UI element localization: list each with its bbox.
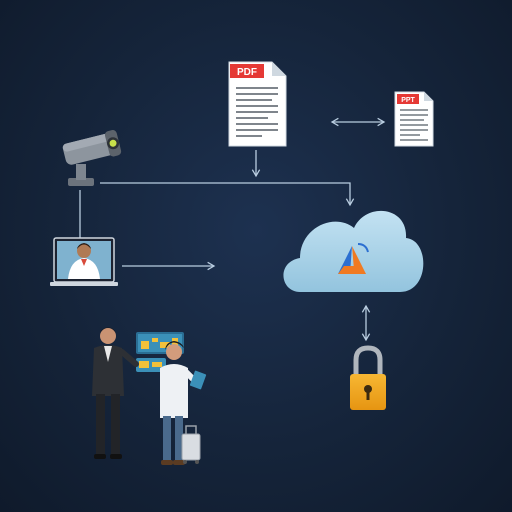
business-people-icon [92, 327, 207, 465]
rolling-bag-icon [181, 433, 201, 461]
ppt-text-lines [400, 109, 428, 141]
pdf-badge [230, 64, 264, 78]
ppt-badge [397, 94, 419, 104]
ppt-document[interactable]: PPT [394, 91, 434, 147]
cloud-icon [283, 210, 424, 292]
padlock-icon [350, 345, 386, 410]
doctor-figure [68, 243, 100, 279]
businessman-figure [92, 327, 139, 459]
security-camera-icon [62, 130, 122, 186]
connector-lines [79, 117, 386, 342]
camera-to-cloud-arrow [100, 182, 355, 207]
lab-coat-person-figure [160, 341, 207, 465]
doctor-monitor-icon[interactable] [50, 237, 118, 286]
pdf-document[interactable]: PDF [228, 61, 287, 147]
pdf-text-lines [236, 87, 278, 137]
triangle-logo-icon [338, 243, 369, 274]
pdf-label: PDF [237, 67, 257, 78]
tablet-icon [189, 370, 207, 390]
ppt-label: PPT [401, 97, 415, 104]
